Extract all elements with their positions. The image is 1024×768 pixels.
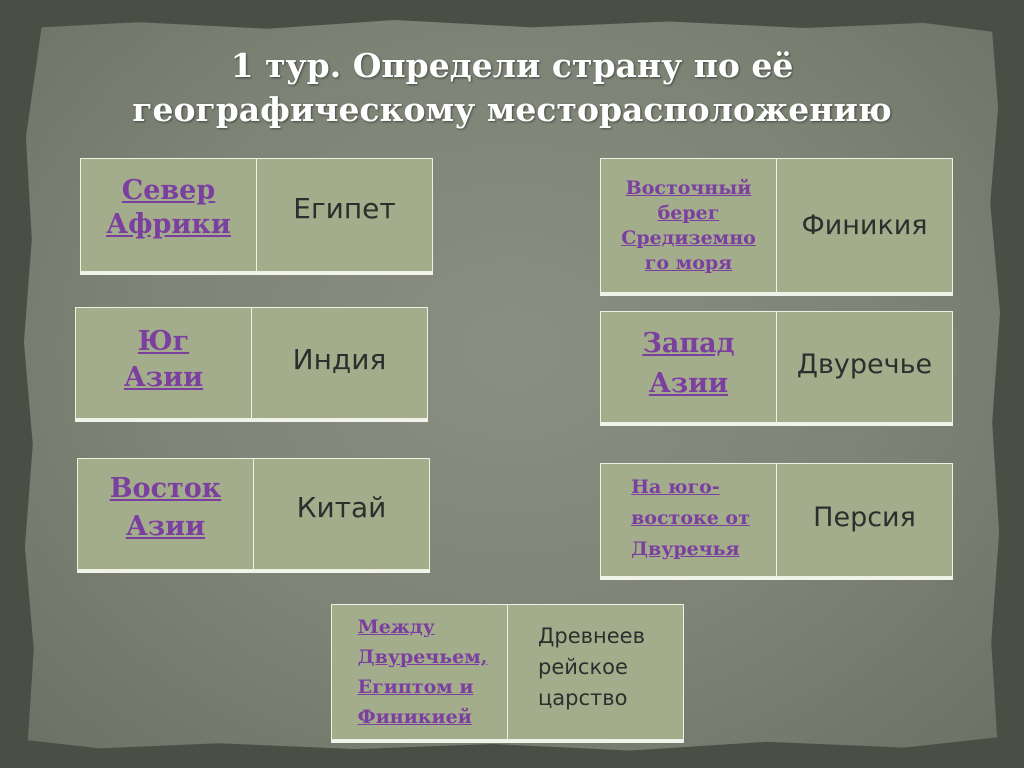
- pair-north-africa: Север Африки Египет: [80, 158, 433, 272]
- region-line: Азии: [123, 362, 204, 393]
- region-cell: На юго- востоке от Двуречья: [601, 464, 777, 576]
- country-line: царство: [538, 685, 628, 710]
- country-name: Египет: [293, 191, 396, 225]
- pair-south-asia: Юг Азии Индия: [75, 307, 428, 419]
- region-line: Запад: [642, 328, 735, 359]
- region-link[interactable]: Между Двуречьем, Египтом и Финикией: [352, 612, 488, 732]
- region-cell: Восточный берег Средиземно го моря: [601, 159, 777, 292]
- region-link[interactable]: Запад Азии: [642, 324, 734, 404]
- region-line: Азии: [648, 368, 729, 399]
- region-line: Восточный: [625, 176, 752, 199]
- region-cell: Между Двуречьем, Египтом и Финикией: [332, 605, 508, 739]
- country-cell: Китай: [254, 459, 429, 569]
- country-name: Китай: [296, 490, 387, 524]
- region-line: востоке от: [631, 506, 750, 529]
- region-cell: Восток Азии: [78, 459, 254, 569]
- region-cell: Юг Азии: [76, 308, 252, 418]
- region-link[interactable]: Юг Азии: [124, 324, 203, 396]
- region-line: Двуречья: [631, 537, 740, 560]
- region-line: Африки: [106, 209, 231, 240]
- region-link[interactable]: Север Африки: [106, 174, 231, 242]
- region-line: Север: [121, 175, 216, 206]
- pair-southeast-mesopotamia: На юго- востоке от Двуречья Персия: [600, 463, 953, 577]
- region-link[interactable]: Восток Азии: [110, 470, 222, 546]
- pair-west-asia: Запад Азии Двуречье: [600, 311, 953, 423]
- country-name: Персия: [813, 501, 916, 533]
- country-line: рейское: [538, 654, 628, 679]
- title-line-1: 1 тур. Определи страну по её: [230, 46, 794, 85]
- region-line: Средиземно: [621, 226, 756, 249]
- pair-east-asia: Восток Азии Китай: [77, 458, 430, 570]
- region-line: берег: [657, 201, 720, 224]
- region-line: Двуречьем,: [357, 646, 488, 668]
- region-link[interactable]: Восточный берег Средиземно го моря: [621, 176, 756, 276]
- country-cell: Двуречье: [777, 312, 952, 422]
- country-name: Финикия: [801, 210, 928, 241]
- region-line: го моря: [644, 251, 733, 274]
- region-line: Между: [357, 616, 435, 638]
- country-name: Двуречье: [796, 348, 933, 380]
- country-cell: Древнеев рейское царство: [508, 605, 683, 739]
- country-cell: Финикия: [777, 159, 952, 292]
- region-link[interactable]: На юго- востоке от Двуречья: [627, 472, 750, 565]
- country-name: Индия: [292, 342, 387, 376]
- title-line-2: географическому месторасположению: [132, 90, 892, 129]
- region-line: На юго-: [631, 475, 720, 498]
- slide-title: 1 тур. Определи страну по её географичес…: [40, 44, 984, 132]
- country-name: Древнеев рейское царство: [538, 621, 645, 714]
- region-line: Финикией: [357, 706, 472, 728]
- region-line: Азии: [125, 511, 206, 542]
- region-line: Юг: [137, 326, 190, 357]
- region-cell: Запад Азии: [601, 312, 777, 422]
- country-cell: Египет: [257, 159, 432, 271]
- region-cell: Север Африки: [81, 159, 257, 271]
- country-line: Древнеев: [538, 623, 645, 648]
- region-line: Восток: [109, 473, 222, 504]
- country-cell: Индия: [252, 308, 427, 418]
- country-cell: Персия: [777, 464, 952, 576]
- pair-east-mediterranean: Восточный берег Средиземно го моря Финик…: [600, 158, 953, 293]
- pair-between-regions: Между Двуречьем, Египтом и Финикией Древ…: [331, 604, 684, 740]
- region-line: Египтом и: [357, 676, 474, 698]
